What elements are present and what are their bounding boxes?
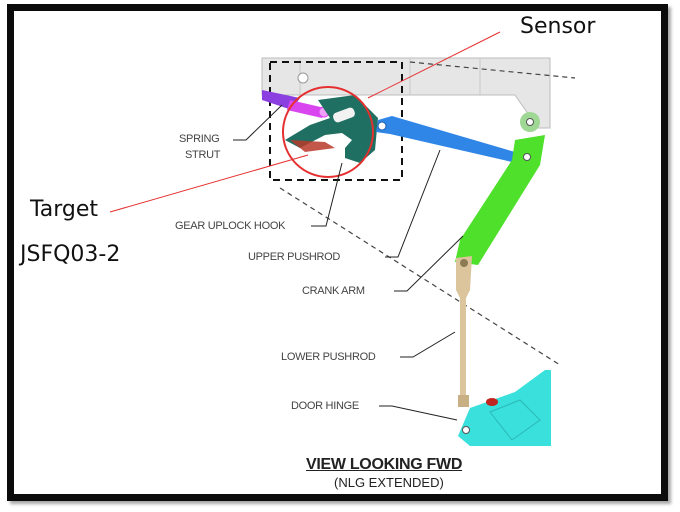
part-number: JSFQ03-2 — [20, 242, 121, 267]
view-title: VIEW LOOKING FWD — [306, 456, 463, 473]
view-subtitle: (NLG EXTENDED) — [334, 475, 444, 490]
label-crank-arm: CRANK ARM — [302, 285, 365, 297]
detail-box — [269, 61, 403, 181]
label-door-hinge: DOOR HINGE — [291, 400, 359, 412]
gear-uplock-hook — [285, 95, 378, 163]
upper-pushrod — [376, 116, 515, 162]
label-gear-uplock-hook: GEAR UPLOCK HOOK — [175, 220, 286, 232]
sensor-callout-line — [367, 31, 501, 99]
label-spring-strut-2: STRUT — [185, 149, 221, 161]
label-lower-pushrod: LOWER PUSHROD — [281, 351, 376, 363]
target-callout: Target — [30, 197, 99, 222]
sensor-callout: Sensor — [520, 14, 596, 39]
reference-line-upper — [409, 61, 576, 79]
sensor-highlight-circle — [282, 86, 374, 178]
label-spring-strut-1: SPRING — [179, 133, 220, 145]
label-upper-pushrod: UPPER PUSHROD — [248, 251, 341, 263]
leader-lines — [233, 104, 464, 421]
crank-arm — [455, 112, 545, 265]
reference-line-lower — [279, 187, 561, 366]
door-hinge — [458, 370, 551, 446]
target-callout-line — [109, 154, 309, 213]
lower-pushrod — [456, 256, 472, 407]
